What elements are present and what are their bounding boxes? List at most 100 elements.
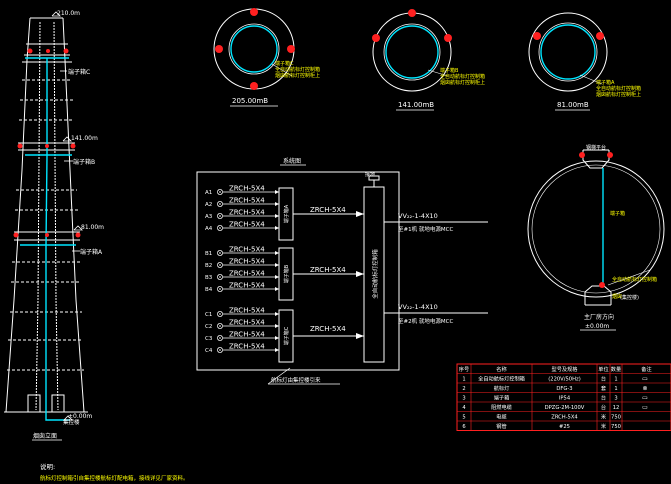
schematic-bottom-note: 航标灯由集控楼引来: [271, 376, 321, 384]
plan-view: [527, 149, 665, 306]
lamp-cross-mark: [218, 263, 222, 267]
table-header-cell: 型号及规格: [552, 365, 579, 373]
notes-text: 航标灯控制箱引自集控楼航标灯配电箱，接线详见厂家资料。: [40, 474, 189, 482]
table-header-cell: 数量: [611, 365, 621, 373]
lamp-cross-mark: [218, 251, 222, 255]
lamp-symbol-icon: [217, 262, 223, 268]
lamp-cross-mark: [218, 312, 222, 316]
schematic-box-a: 端子箱A: [283, 204, 290, 223]
lamp-cable-label: ZRCH-5X4: [229, 185, 265, 193]
schematic-box-b: 端子箱B: [283, 264, 290, 283]
table-cell: 航标灯: [494, 384, 510, 392]
table-cell: #25: [559, 424, 570, 430]
schematic-ground: 接地: [365, 171, 375, 178]
lamp-symbol-icon: [217, 201, 223, 207]
schematic-frame: [196, 164, 488, 371]
lamp-cable-label: ZRCH-5X4: [229, 270, 265, 278]
plan-mcc-label: (集控楼): [620, 294, 639, 301]
lamp-cable-label: ZRCH-5X4: [229, 282, 265, 290]
lamp-arrow: [275, 275, 279, 279]
table-cell: ZRCH-5X4: [551, 415, 578, 421]
lamp-id: C1: [205, 312, 212, 318]
lamp-arrow: [275, 312, 279, 316]
lamp-symbol-icon: [217, 311, 223, 317]
lamp-arrow: [275, 251, 279, 255]
table-cell: (220V/50Hz): [548, 377, 580, 383]
lamp-symbol-icon: [217, 225, 223, 231]
lamp-id: C2: [205, 324, 212, 330]
lamp-symbol-icon: [217, 213, 223, 219]
elev-base-label: ±0.00m: [68, 413, 92, 420]
table-cell: 端子箱: [494, 394, 510, 402]
section-205-caption: 205.00mB: [232, 97, 268, 105]
chimney-cable-run: [20, 57, 76, 421]
table-cell: 750: [611, 424, 621, 430]
lamp-cross-mark: [218, 202, 222, 206]
table-cell: 750: [611, 415, 621, 421]
lamp-id: B2: [205, 263, 212, 269]
lamp-id: C4: [205, 348, 213, 354]
table-cell: 台: [601, 403, 606, 411]
lamp-cable-label: ZRCH-5X4: [229, 209, 265, 217]
lamp-cross-mark: [218, 324, 222, 328]
lamp-id: C3: [205, 336, 213, 342]
plan-top-label: 钢梯平台: [586, 144, 606, 151]
schematic-bus-cable-3: ZRCH-5X4: [310, 325, 346, 333]
lamp-cable-label: ZRCH-5X4: [229, 246, 265, 254]
lamp-symbol-icon: [217, 189, 223, 195]
schematic-bus-cable-2: ZRCH-5X4: [310, 266, 346, 274]
lamp-symbol-icon: [217, 250, 223, 256]
lamp-arrow: [275, 226, 279, 230]
table-cell: 钢管: [496, 422, 506, 430]
lamp-cross-mark: [218, 275, 222, 279]
plan-note-line1: 全自动航标灯控制箱: [612, 276, 657, 283]
schematic-controller: 全自动航标灯控制箱: [371, 249, 379, 299]
lamp-arrow: [275, 336, 279, 340]
lamp-cable-label: ZRCH-5X4: [229, 343, 265, 351]
lamp-symbol-icon: [217, 347, 223, 353]
section-141-caption: 141.00mB: [398, 101, 434, 109]
table-cell: 电缆: [496, 413, 506, 421]
table-cell: 1: [614, 377, 617, 383]
plan-markers: [579, 152, 613, 288]
lamp-arrow: [275, 190, 279, 194]
lamp-symbol-icon: [217, 323, 223, 329]
chimney-box-c-label: 端子箱C: [68, 68, 90, 76]
chimney-elevation-marks: [51, 11, 83, 421]
table-cell: DFG-3: [556, 386, 572, 392]
lamp-id: A4: [205, 226, 213, 232]
schematic-bus-cable-1: ZRCH-5X4: [310, 206, 346, 214]
lamp-cross-mark: [218, 336, 222, 340]
feed1-label: VV₂₂-1-4X10: [398, 212, 438, 220]
table-outline: [456, 363, 671, 431]
lamp-cable-label: ZRCH-5X4: [229, 307, 265, 315]
table-cell: 3: [462, 396, 465, 402]
lamp-cable-label: ZRCH-5X4: [229, 221, 265, 229]
table-symbol-icon: ▭: [642, 404, 648, 411]
table-header-cell: 序号: [459, 365, 469, 373]
lamp-arrow: [275, 202, 279, 206]
lamp-cross-mark: [218, 348, 222, 352]
plan-note-line2: 烟囱: [612, 293, 622, 300]
table-cell: 全自动航标灯控制箱: [478, 375, 525, 383]
table-cell: 米: [601, 413, 607, 421]
lamp-arrow: [275, 263, 279, 267]
lamp-cable-label: ZRCH-5X4: [229, 197, 265, 205]
table-cell: 6: [462, 424, 465, 430]
table-cell: 台: [601, 394, 606, 402]
feed1-dest: 至#1机 就地电源MCC: [398, 225, 453, 233]
elev-141-label: 141.00m: [71, 135, 98, 142]
elev-81-label: 81.00m: [81, 224, 104, 231]
table-cell: 5: [462, 415, 465, 421]
lamp-row: C1 ZRCH-5X4: [205, 307, 279, 318]
lamp-id: B1: [205, 251, 212, 257]
